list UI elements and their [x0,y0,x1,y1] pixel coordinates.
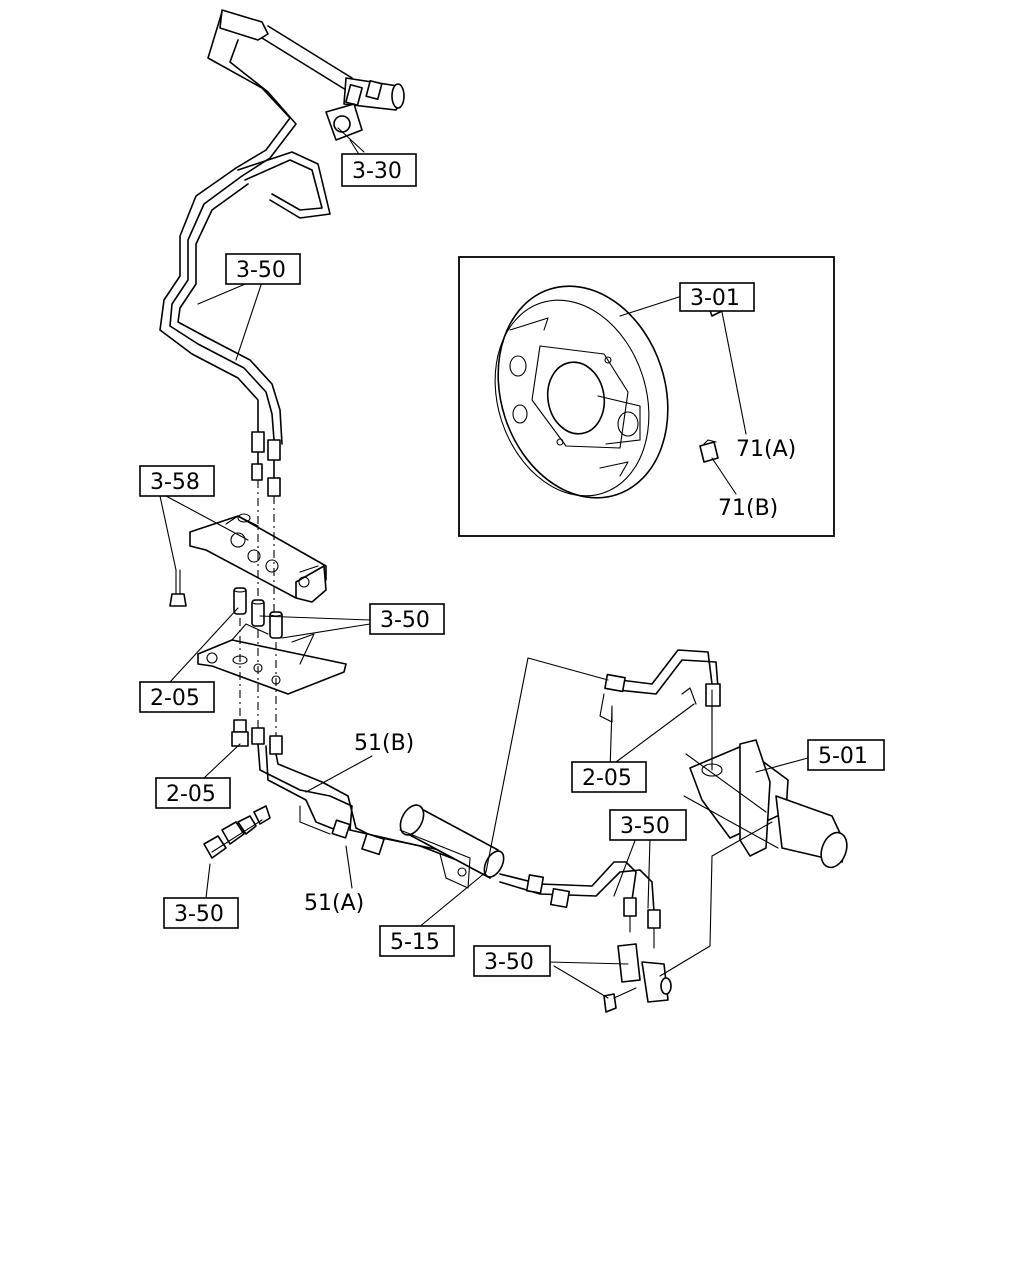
leader-lines [159,127,809,999]
axle-pipe [599,649,721,723]
callout-3-50-right: 3-50 [609,809,687,841]
callout-3-50-top: 3-50 [225,253,301,285]
callout-71a: 71(A) [736,437,796,462]
callout-2-05-right: 2-05 [571,761,647,793]
upper-brake-pipes [159,9,353,445]
callout-label: 3-50 [236,258,286,283]
callout-label: 2-05 [150,686,200,711]
callout-label: 3-50 [484,950,534,975]
callout-3-50-mid: 3-50 [369,603,445,635]
callout-label: 3-50 [174,902,224,927]
lower-bracket [197,623,347,695]
alignment-lines [239,480,277,740]
pipe-unions-upper [251,431,281,497]
callout-3-50-joint: 3-50 [473,945,551,977]
cross-member-tube [399,804,505,889]
callout-label: 3-50 [620,814,670,839]
pipe-unions-lower [231,719,283,755]
callout-3-58: 3-58 [139,465,215,497]
callout-5-01: 5-01 [807,739,885,771]
callout-2-05-low: 2-05 [155,777,231,809]
callout-2-05-left: 2-05 [139,681,215,713]
bolt-3-58 [169,569,187,607]
callout-label: 71(A) [736,437,796,462]
axle-housing [683,739,848,869]
callout-label: 3-01 [690,286,740,311]
callout-3-30: 3-30 [341,153,417,187]
callout-3-50-clip: 3-50 [163,897,239,929]
callout-71b: 71(B) [718,496,778,521]
callout-label: 71(B) [718,496,778,521]
callout-51b: 51(B) [354,731,414,756]
callout-label: 3-50 [380,608,430,633]
callout-label: 51(B) [354,731,414,756]
rear-brake-pipes [499,861,672,1013]
callout-label: 51(A) [304,891,364,916]
callout-label: 2-05 [166,782,216,807]
callout-3-01: 3-01 [679,282,755,312]
callout-label: 3-58 [150,470,200,495]
callout-5-15: 5-15 [379,925,455,957]
callout-51a: 51(A) [304,891,364,916]
callout-label: 2-05 [582,766,632,791]
backing-plate-inset [458,256,835,537]
callout-label: 5-01 [818,744,868,769]
callout-label: 5-15 [390,930,440,955]
callout-label: 3-30 [352,159,402,184]
collars [233,587,283,639]
proportioning-valve [325,77,405,157]
lower-brake-pipes [257,743,463,863]
pipe-clip [203,805,271,859]
